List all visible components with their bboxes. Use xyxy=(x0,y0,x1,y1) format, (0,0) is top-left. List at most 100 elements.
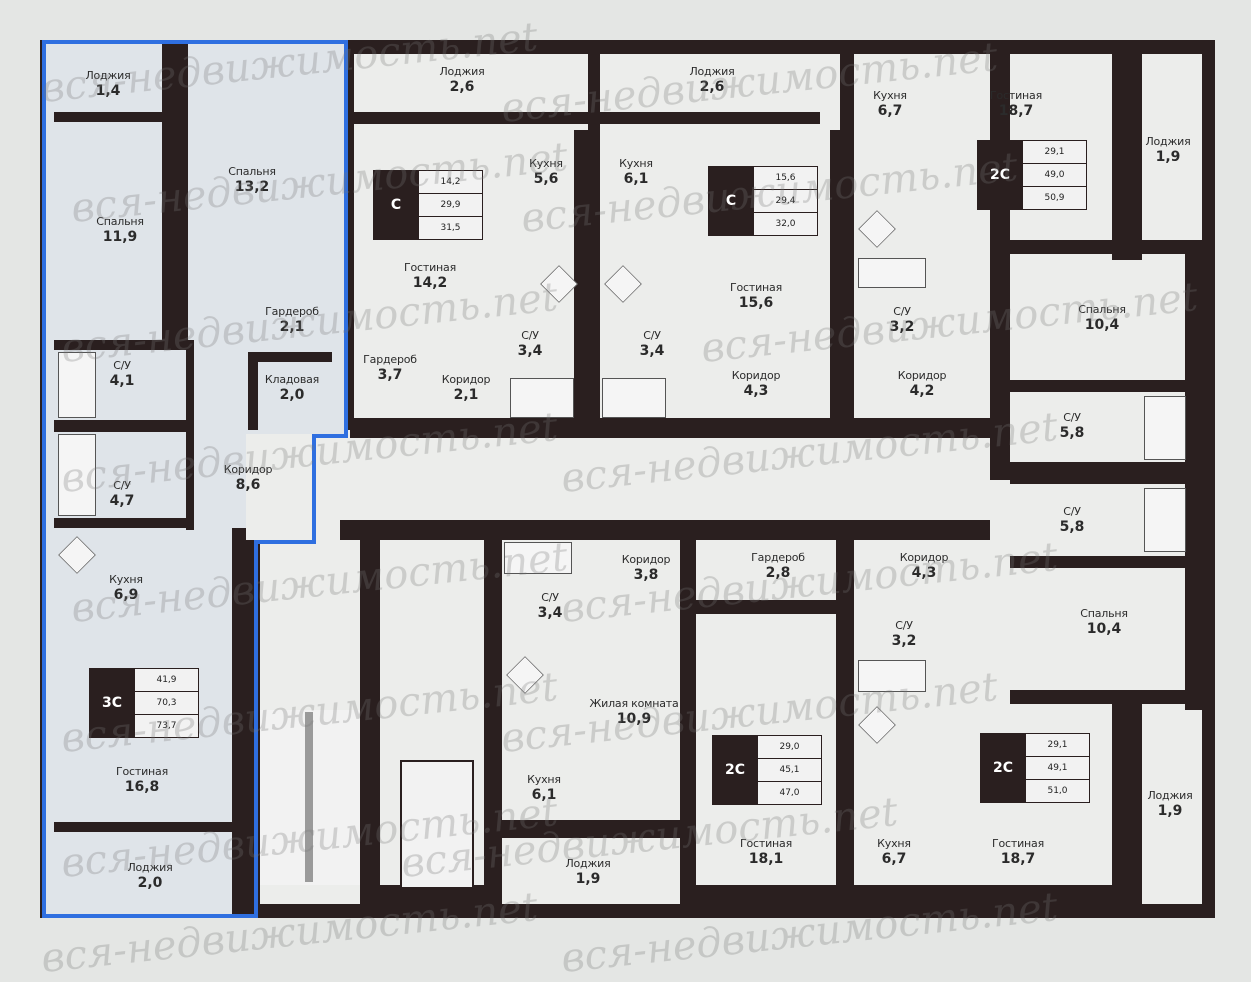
wall xyxy=(840,40,854,420)
wall xyxy=(360,540,380,918)
selected-apartment-outline xyxy=(344,40,348,434)
apartment-type: 2С xyxy=(713,736,757,804)
wall xyxy=(1010,462,1202,484)
wall xyxy=(162,40,188,340)
bathtub xyxy=(504,542,572,574)
wall xyxy=(696,600,836,614)
wall xyxy=(248,352,258,430)
wall xyxy=(574,130,600,420)
wall xyxy=(1010,556,1202,568)
wall xyxy=(344,40,354,430)
wall xyxy=(1010,240,1202,254)
shower xyxy=(510,378,574,418)
shower xyxy=(602,378,666,418)
wall xyxy=(1112,40,1142,260)
shower xyxy=(1144,396,1186,460)
bathtub xyxy=(58,434,96,516)
wall xyxy=(484,520,502,918)
wall xyxy=(232,528,246,918)
wall xyxy=(54,822,244,832)
wall xyxy=(54,420,190,432)
elevator-shaft xyxy=(400,760,474,889)
stair-rail xyxy=(305,712,313,882)
selected-apartment-outline xyxy=(42,914,258,918)
selected-apartment-outline xyxy=(254,540,314,544)
wall xyxy=(248,352,332,362)
shower xyxy=(1144,488,1186,552)
selected-apartment-outline xyxy=(314,434,348,438)
wall xyxy=(680,540,696,918)
wall xyxy=(1010,380,1202,392)
wall xyxy=(380,885,484,918)
wall xyxy=(836,540,854,918)
wall xyxy=(502,820,680,838)
apartment-type: С xyxy=(374,171,418,239)
wall xyxy=(1010,690,1202,704)
selected-apartment-outline xyxy=(254,540,258,918)
wall xyxy=(1112,704,1142,918)
wall xyxy=(350,418,990,438)
selected-apartment-outline xyxy=(312,434,316,544)
wall xyxy=(186,340,194,530)
apartment-type: 3С xyxy=(90,669,134,737)
wall xyxy=(54,340,190,350)
wall xyxy=(854,885,1112,918)
wall xyxy=(54,112,164,122)
wall xyxy=(696,885,836,918)
wall xyxy=(1185,240,1202,710)
wall xyxy=(340,520,990,540)
selected-apartment-outline xyxy=(42,40,348,44)
bathtub xyxy=(58,352,96,418)
bathtub xyxy=(858,660,926,692)
apartment-type: 2С xyxy=(978,141,1022,209)
wall xyxy=(344,112,820,124)
